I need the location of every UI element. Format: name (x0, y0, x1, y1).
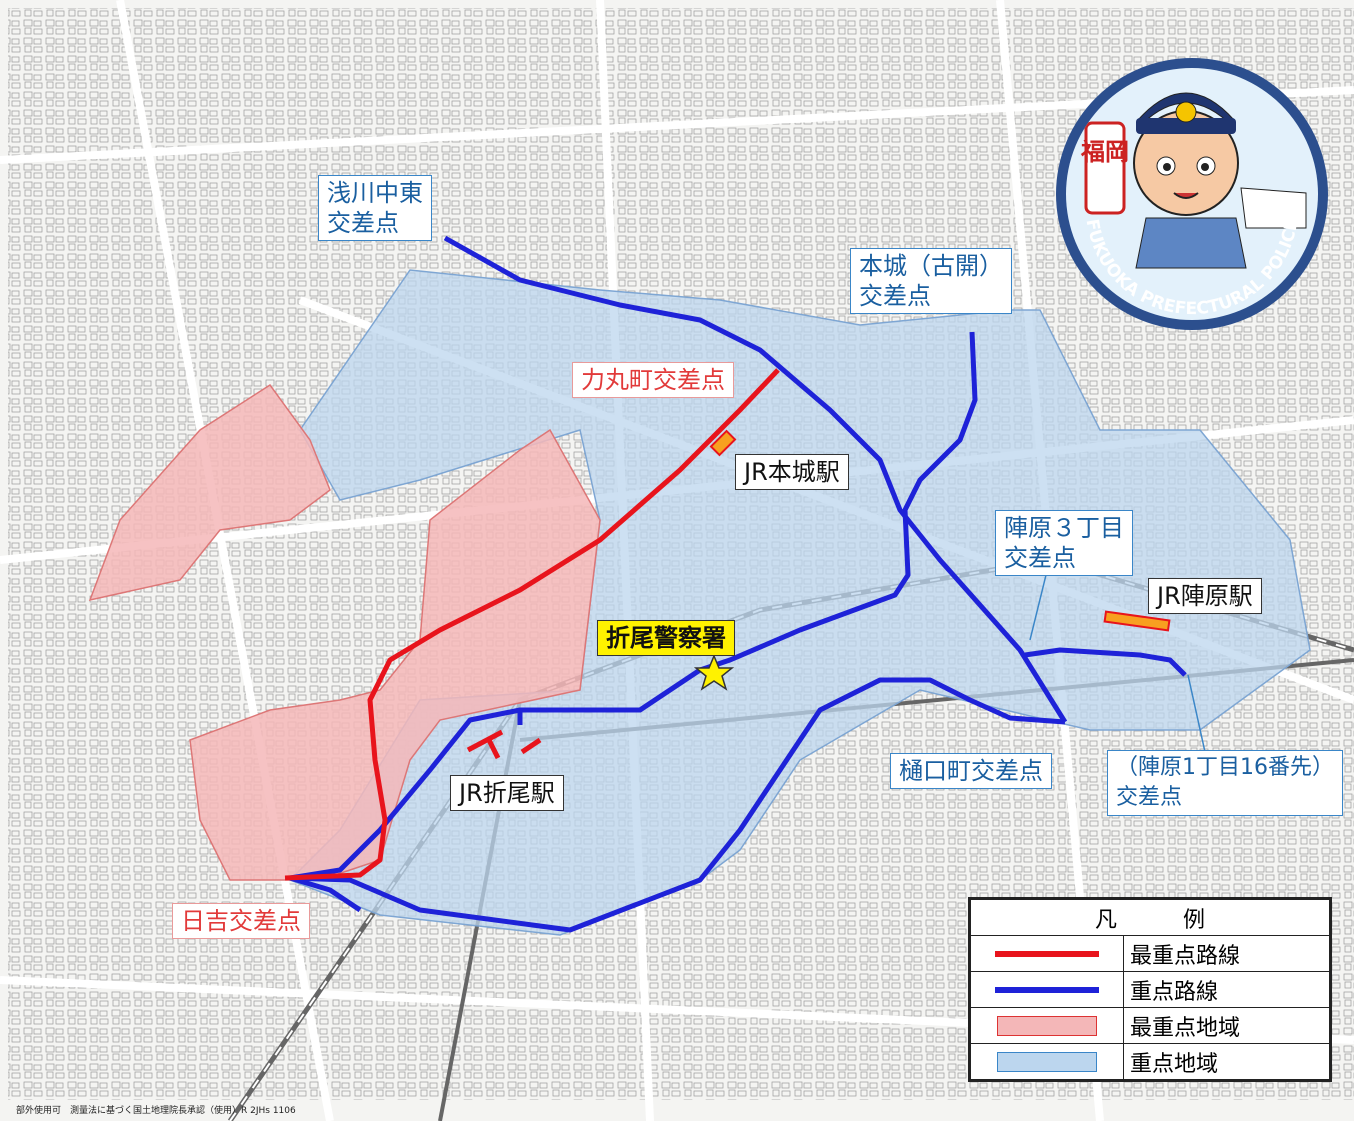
honjo-intersection-label: 本城（古開） 交差点 (850, 248, 1012, 314)
badge-sign-text: 福岡 (1080, 138, 1129, 166)
priority-routes (287, 235, 1187, 933)
jr-honjo-station-marker (709, 429, 737, 457)
legend: 凡 例 最重点路線 重点路線 最重点地域 重点地域 (968, 897, 1332, 1082)
jinbaru3-intersection-label: 陣原３丁目 交差点 (995, 510, 1133, 576)
legend-symbol-red-area (970, 1007, 1124, 1044)
jr-jinbaru-station-marker (1103, 610, 1171, 632)
legend-title: 凡 例 (970, 899, 1330, 936)
police-mascot-icon: 福岡 (1080, 92, 1307, 269)
jr-jinbaru-station-label: JR陣原駅 (1148, 578, 1262, 614)
jr-orio-station-marker (466, 729, 542, 760)
jr-honjo-station-label: JR本城駅 (735, 454, 849, 490)
legend-symbol-blue-area (970, 1043, 1124, 1080)
badge-text-ring: FUKUOKA PREFECTURAL POLICE (1082, 218, 1303, 319)
legend-label-red-line: 最重点路線 (1123, 935, 1330, 972)
rikimaru-intersection-label: 力丸町交差点 (572, 362, 734, 398)
higuchi-intersection-label: 樋口町交差点 (890, 753, 1052, 789)
hiyoshi-intersection-label: 日吉交差点 (172, 903, 310, 939)
jr-orio-station-label: JR折尾駅 (450, 775, 564, 811)
top-priority-area-west (88, 383, 331, 602)
legend-label-blue-line: 重点路線 (1123, 971, 1330, 1008)
orio-police-station-label: 折尾警察署 (597, 620, 735, 656)
leader-lines (1029, 574, 1206, 753)
legend-symbol-red-line (970, 935, 1124, 972)
legend-label-red-area: 最重点地域 (1123, 1007, 1330, 1044)
svg-text:FUKUOKA PREFECTURAL POLICE: FUKUOKA PREFECTURAL POLICE (1082, 218, 1303, 319)
legend-symbol-blue-line (970, 971, 1124, 1008)
badge-text: FUKUOKA PREFECTURAL POLICE (1082, 218, 1303, 319)
top-priority-route (284, 368, 780, 881)
copyright-notice: 部外使用可 測量法に基づく国土地理院長承認（使用）R 2JHs 1106 (16, 1106, 296, 1116)
asakawa-intersection-label: 浅川中東 交差点 (318, 175, 432, 241)
police-station-star-icon (693, 654, 735, 691)
legend-label-blue-area: 重点地域 (1123, 1043, 1330, 1080)
jinbaru1-intersection-label: （陣原1丁目16番先） 交差点 (1107, 750, 1343, 816)
fukuoka-police-badge: 福岡 FUKUOKA PREFECTURAL POLICE (1056, 58, 1328, 330)
